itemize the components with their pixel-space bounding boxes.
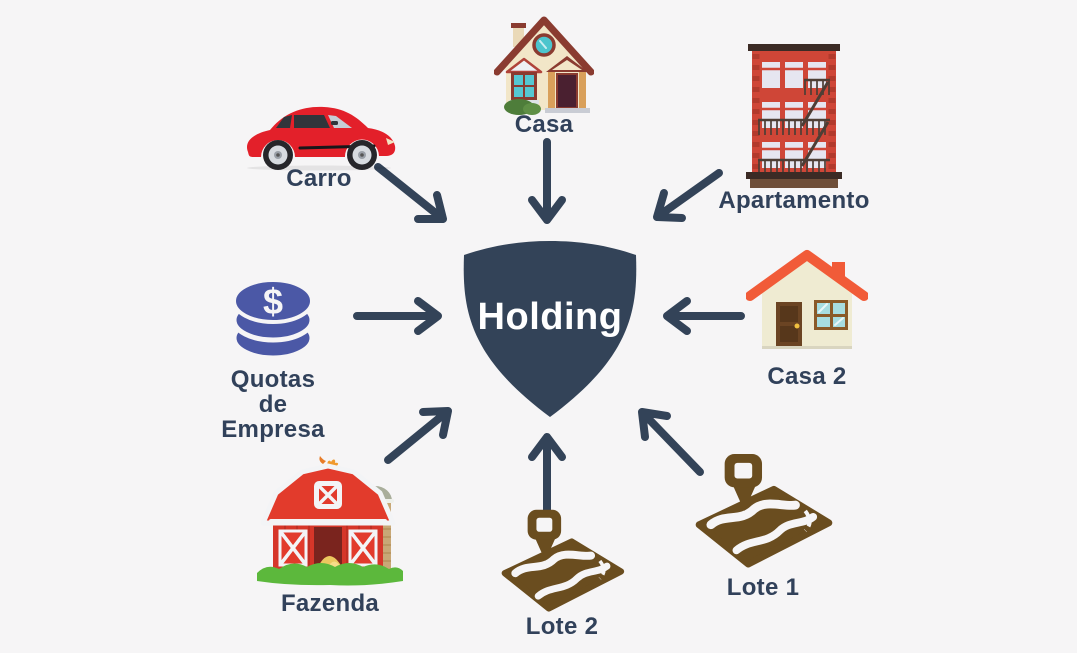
holding-shield: Holding	[455, 236, 645, 422]
house-2-icon	[745, 248, 869, 356]
land-plot-map-icon	[496, 508, 628, 612]
node-label-lote-2: Lote 2	[525, 613, 599, 640]
node-label-casa-2: Casa 2	[767, 363, 847, 390]
node-casa-2: Casa 2	[745, 248, 869, 390]
apartment-building-icon	[744, 42, 844, 188]
coins-icon: $	[230, 277, 316, 361]
node-carro: Carro	[236, 96, 402, 191]
land-plot-map-icon	[690, 452, 836, 568]
arrow-lote2-to-holding	[528, 433, 566, 521]
node-label-quotas: Quotas de Empresa	[221, 366, 325, 443]
arrow-apartamento-to-holding	[653, 169, 723, 222]
node-label-fazenda: Fazenda	[280, 590, 380, 617]
arrow-fazenda-to-holding	[384, 407, 452, 464]
node-casa: Casa	[493, 12, 595, 138]
node-label-lote-1: Lote 1	[726, 574, 800, 601]
holding-label: Holding	[477, 295, 623, 338]
node-label-apartamento: Apartamento	[718, 187, 870, 214]
shield-icon	[463, 241, 637, 417]
car-icon	[236, 96, 402, 172]
node-label-carro: Carro	[286, 165, 352, 192]
node-lote-1: Lote 1	[690, 452, 836, 600]
node-quotas-de-empresa: $ Quotas de Empresa	[221, 277, 324, 442]
node-lote-2: Lote 2	[496, 508, 628, 639]
svg-text:$: $	[263, 281, 283, 322]
arrow-quotas-to-holding	[353, 297, 442, 335]
arrow-casa2-to-holding	[663, 297, 745, 335]
house-icon	[493, 12, 595, 116]
farm-barn-icon	[255, 455, 405, 589]
node-label-casa: Casa	[514, 111, 574, 138]
node-fazenda: Fazenda	[255, 455, 405, 616]
node-apartamento: Apartamento	[718, 42, 869, 213]
arrow-casa-to-holding	[528, 138, 566, 224]
